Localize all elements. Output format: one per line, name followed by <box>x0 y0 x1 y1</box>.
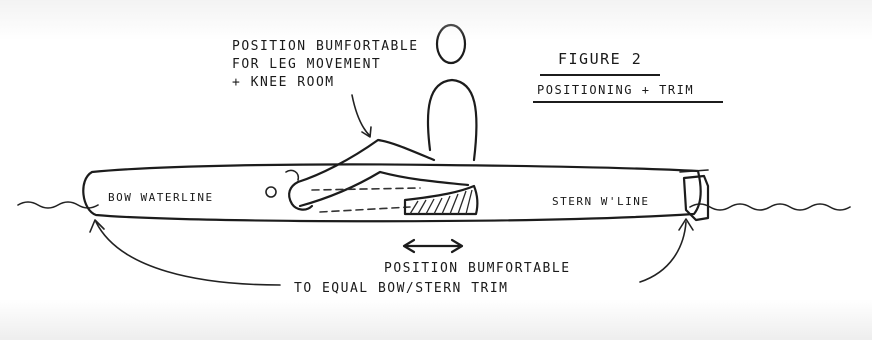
figure-subtitle: POSITIONING + TRIM <box>537 84 694 96</box>
stern-trim-arrow <box>640 222 686 282</box>
bow-trim-arrow <box>96 222 280 285</box>
paddler-leg-upper <box>298 140 434 182</box>
paddler-head <box>437 25 465 63</box>
knee-pointer-arrow <box>352 95 370 136</box>
footpeg <box>266 187 276 197</box>
seat-note-line2: FOR LEG MOVEMENT <box>232 58 381 71</box>
foot-toes <box>286 170 298 180</box>
bottom-note-line2: TO EQUAL BOW/STERN TRIM <box>294 282 509 295</box>
seat-note-line1: POSITION BUMFORTABLE <box>232 40 419 53</box>
bow-trim-arrowhead <box>90 220 104 232</box>
title-underline <box>540 74 660 76</box>
leg-room-dash-upper <box>312 188 420 190</box>
stern-waterline-label: STERN W'LINE <box>552 196 649 207</box>
paddler-torso <box>428 80 477 160</box>
bottom-note-line1: POSITION BUMFORTABLE <box>384 262 571 275</box>
bow-waterline-label: BOW WATERLINE <box>108 192 214 203</box>
seat-note-line3: + KNEE ROOM <box>232 76 335 89</box>
leg-room-dash-lower <box>320 207 410 212</box>
seat <box>405 186 477 214</box>
figure-title: FIGURE 2 <box>558 52 642 67</box>
subtitle-underline <box>533 101 723 103</box>
